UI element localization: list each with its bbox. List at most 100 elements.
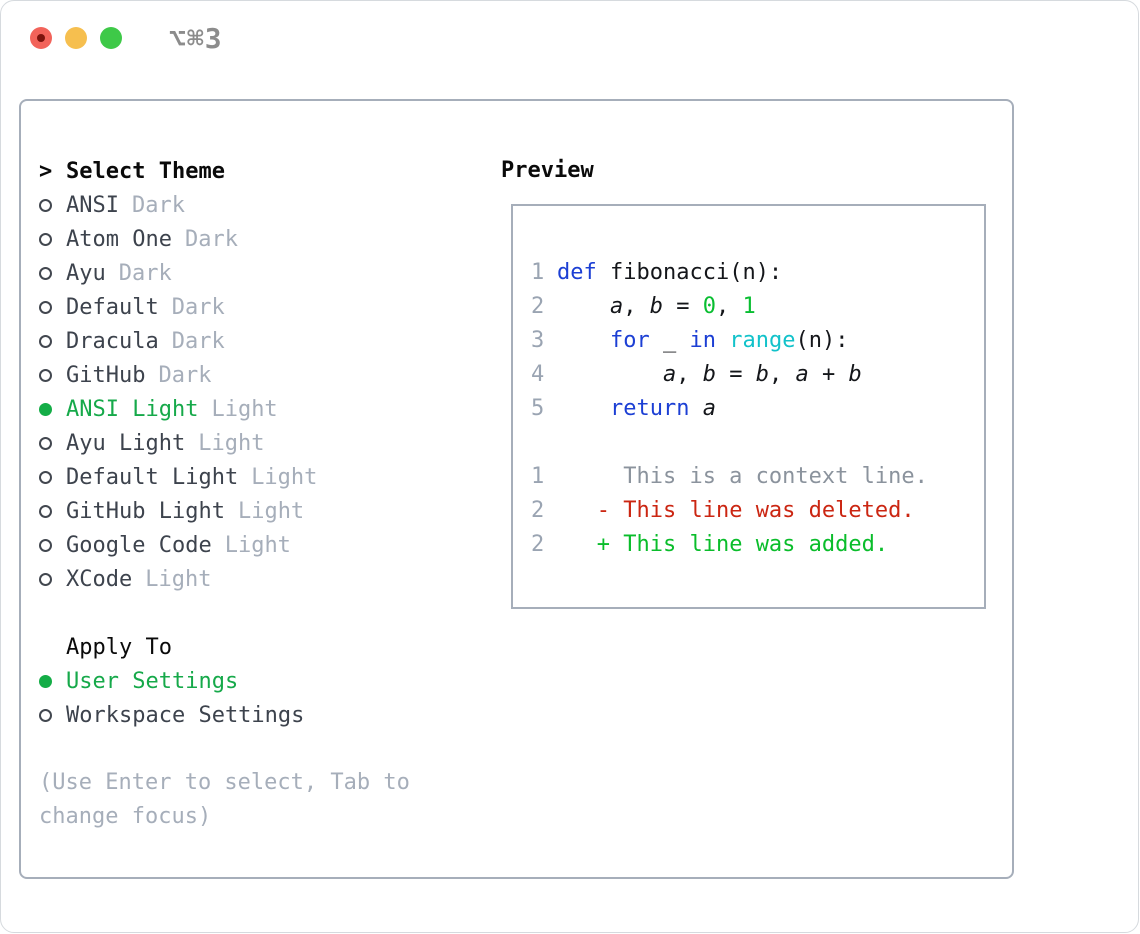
theme-item-name: GitHub [66, 362, 146, 388]
code-line: 2 a, b = 0, 1 [531, 290, 984, 324]
line-number: 2 [531, 294, 545, 319]
theme-item-name: Atom One [66, 226, 172, 252]
theme-list-header: > Select Theme [39, 154, 410, 188]
code-token: b [848, 362, 862, 387]
code-line: 4 a, b = b, a + b [531, 358, 984, 392]
radio-icon [39, 232, 52, 246]
radio-icon [39, 470, 52, 484]
preview-title: Preview [501, 158, 594, 183]
theme-item-name: Default Light [66, 464, 239, 490]
code-token: 1 [742, 294, 756, 319]
apply-to-option[interactable]: Workspace Settings [39, 698, 410, 732]
code-line: 3 for _ in range(n): [531, 324, 984, 358]
line-number: 1 [531, 464, 545, 489]
theme-item[interactable]: Atom One Dark [39, 222, 410, 256]
code-token: This is a context line. [557, 464, 928, 489]
code-token: range [729, 328, 796, 353]
code-token: , [623, 294, 650, 319]
apply-to-title: Apply To [66, 634, 172, 660]
theme-item-tag: Light [224, 532, 291, 558]
code-line: 2 + This line was added. [531, 528, 984, 562]
theme-item-name: ANSI [66, 192, 119, 218]
code-token: def [557, 260, 597, 285]
theme-item[interactable]: GitHub Dark [39, 358, 410, 392]
line-number: 4 [531, 362, 545, 387]
theme-item[interactable]: Ayu Dark [39, 256, 410, 290]
line-number: 1 [531, 260, 545, 285]
code-token: a [702, 396, 716, 421]
theme-list-title: Select Theme [66, 158, 225, 184]
code-token [557, 532, 597, 557]
close-button[interactable] [30, 27, 52, 49]
theme-item-name: ANSI Light [66, 396, 199, 422]
code-token [557, 498, 597, 523]
radio-icon [39, 436, 52, 450]
apply-to-option-label: User Settings [66, 668, 239, 694]
theme-item[interactable]: Default Dark [39, 290, 410, 324]
radio-icon [39, 368, 52, 382]
zoom-button[interactable] [100, 27, 122, 49]
radio-selected-icon [39, 674, 52, 688]
code-token: (n): [795, 328, 849, 353]
line-number: 3 [531, 328, 545, 353]
theme-item-tag: Light [237, 498, 305, 524]
radio-icon [39, 334, 52, 348]
code-token: a [795, 362, 809, 387]
radio-icon [39, 708, 52, 722]
code-token: = [715, 362, 756, 387]
theme-item-name: Default [66, 294, 159, 320]
apply-to-header: Apply To [39, 630, 410, 664]
radio-icon [39, 572, 52, 586]
code-line: 2 - This line was deleted. [531, 494, 984, 528]
theme-item[interactable]: ANSI Dark [39, 188, 410, 222]
theme-item-tag: Dark [131, 192, 185, 218]
theme-item-tag: Dark [171, 328, 225, 354]
theme-item-tag: Dark [171, 294, 225, 320]
theme-item-tag: Light [198, 430, 265, 456]
code-token: b [702, 362, 716, 387]
help-text: (Use Enter to select, Tab to change focu… [39, 766, 410, 834]
code-line [531, 426, 984, 460]
code-token: 0 [702, 294, 716, 319]
code-token: , [768, 362, 796, 387]
code-token: , [715, 294, 743, 319]
theme-item-tag: Dark [184, 226, 238, 252]
minimize-button[interactable] [65, 27, 87, 49]
window-controls [30, 27, 122, 49]
code-line: 1 This is a context line. [531, 460, 984, 494]
code-token: b [649, 294, 663, 319]
theme-item-tag: Dark [158, 362, 212, 388]
theme-item-name: Ayu Light [66, 430, 186, 456]
theme-item[interactable]: Ayu Light Light [39, 426, 410, 460]
line-number: 2 [531, 532, 545, 557]
theme-item-name: Dracula [66, 328, 159, 354]
theme-item-tag: Dark [118, 260, 172, 286]
code-token: + [808, 362, 849, 387]
theme-item[interactable]: Dracula Dark [39, 324, 410, 358]
code-token: = [662, 294, 703, 319]
apply-to-option[interactable]: User Settings [39, 664, 410, 698]
theme-item[interactable]: Default Light Light [39, 460, 410, 494]
code-token [557, 362, 663, 387]
theme-item-tag: Light [251, 464, 318, 490]
radio-icon [39, 266, 52, 280]
theme-item-name: Ayu [66, 260, 106, 286]
code-token: a [662, 362, 677, 387]
close-button-dot-icon [37, 34, 45, 42]
code-token: , [676, 362, 703, 387]
code-token: + This line was added. [596, 532, 889, 557]
help-text-line: (Use Enter to select, Tab to [39, 770, 410, 795]
code-token: in [689, 328, 716, 353]
apply-to-option-label: Workspace Settings [66, 702, 305, 728]
code-token: fibonacci(n): [596, 260, 783, 285]
code-token [557, 328, 610, 353]
